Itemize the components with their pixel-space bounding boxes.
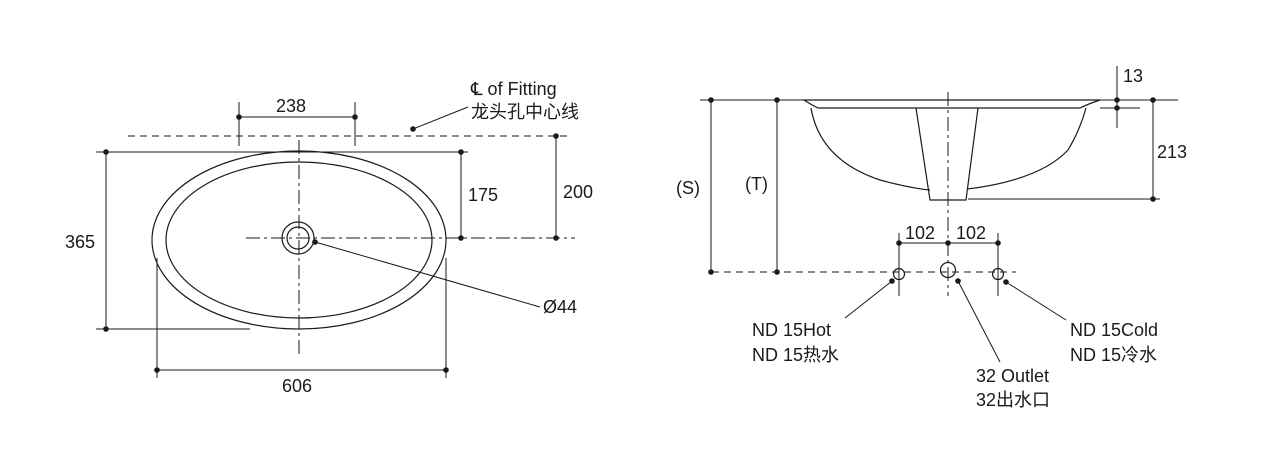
dim-left-spacing: 102 [905, 223, 935, 243]
fitting-label-en: ℄ of Fitting [470, 79, 557, 99]
dim-width: 606 [282, 376, 312, 396]
dim-t: (T) [745, 174, 768, 194]
section-view: (S) (T) 13 213 102 102 [676, 66, 1187, 410]
dim-faucet-spacing: 238 [276, 96, 306, 116]
outlet-pipe [939, 261, 957, 279]
basin-rim [802, 99, 1101, 109]
plan-view: 238 365 175 200 606 Ø44 ℄ of Fitting [65, 79, 593, 396]
cold-label-cn: ND 15冷水 [1070, 345, 1157, 365]
waste-outlet-inner [286, 226, 310, 250]
outlet-label-en: 32 Outlet [976, 366, 1049, 386]
dim-s: (S) [676, 178, 700, 198]
dim-bowl-depth: 213 [1157, 142, 1187, 162]
hot-pipe [892, 267, 906, 281]
dim-depth-to-waste: 175 [468, 185, 498, 205]
fitting-label-cn: 龙头孔中心线 [471, 102, 579, 122]
cold-label-en: ND 15Cold [1070, 320, 1158, 340]
basin-bowl [810, 107, 1087, 191]
dim-waste-diameter: Ø44 [543, 297, 577, 317]
hot-label-cn: ND 15热水 [752, 345, 839, 365]
waste-body [915, 107, 979, 201]
cold-pipe [991, 267, 1005, 281]
outlet-label-cn: 32出水口 [976, 390, 1050, 410]
dim-fitting-to-waste: 200 [563, 182, 593, 202]
waste-outlet-outer [281, 221, 315, 255]
dim-rim: 13 [1123, 66, 1143, 86]
dim-height: 365 [65, 232, 95, 252]
dim-right-spacing: 102 [956, 223, 986, 243]
hot-label-en: ND 15Hot [752, 320, 831, 340]
